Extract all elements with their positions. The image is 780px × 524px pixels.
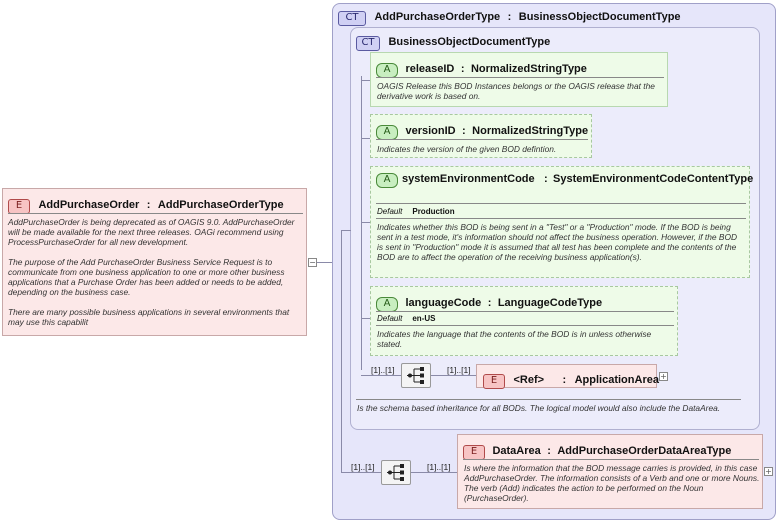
connector-tick-2 — [361, 138, 371, 139]
app-area-connector — [361, 375, 401, 376]
data-area-connector — [341, 472, 381, 473]
attribute-sep: : — [544, 173, 548, 185]
connector-tick-1 — [361, 80, 371, 81]
app-area-connector-2 — [431, 375, 476, 376]
element-badge-icon: E — [483, 374, 505, 389]
default-label: Default — [377, 314, 403, 323]
element-doc: Is where the information that the BOD me… — [464, 463, 760, 503]
default-row: Default en-US — [377, 314, 435, 323]
complex-type-badge-icon: CT — [338, 11, 366, 26]
attribute-badge-icon: A — [376, 125, 398, 140]
attribute-doc: OAGIS Release this BOD Instances belongs… — [377, 81, 655, 101]
attribute-name: systemEnvironmentCode — [402, 173, 535, 185]
element-type: AddPurchaseOrderType — [157, 199, 284, 211]
outer-type-base: BusinessObjectDocumentType — [518, 11, 681, 23]
attribute-release-id: A releaseID : NormalizedStringType OAGIS… — [370, 52, 668, 107]
complex-type-badge-icon: CT — [356, 36, 380, 51]
element-badge-icon: E — [463, 445, 485, 460]
attribute-name: releaseID — [405, 63, 455, 75]
element-badge-icon: E — [8, 199, 30, 214]
attribute-system-environment-code: A systemEnvironmentCode : SystemEnvironm… — [370, 166, 754, 278]
attribute-type: NormalizedStringType — [472, 125, 589, 137]
default-label: Default — [377, 207, 403, 216]
outer-complex-type-header: CT AddPurchaseOrderType : BusinessObject… — [338, 7, 681, 26]
bod-type-doc: Is the schema based inheritance for all … — [357, 403, 721, 413]
attribute-version-id: A versionID : NormalizedStringType Indic… — [370, 114, 592, 158]
outer-sequence-tick-top — [341, 230, 351, 231]
attribute-type: LanguageCodeType — [497, 297, 603, 309]
attribute-doc: Indicates whether this BOD is being sent… — [377, 222, 738, 262]
attribute-sep: : — [462, 125, 466, 137]
outer-sequence-line — [341, 230, 342, 472]
data-area-mult-left: [1]..[1] — [351, 462, 375, 472]
root-element-add-purchase-order: E AddPurchaseOrder : AddPurchaseOrderTyp… — [2, 188, 307, 336]
ref-label: <Ref> — [513, 374, 545, 386]
element-type: AddPurchaseOrderDataAreaType — [557, 445, 732, 457]
element-name: AddPurchaseOrder — [38, 199, 140, 211]
expand-icon[interactable]: + — [659, 372, 668, 381]
attribute-type: NormalizedStringType — [470, 63, 587, 75]
sequence-compositor-icon[interactable] — [381, 460, 411, 485]
data-area-connector-2 — [411, 472, 457, 473]
app-area-mult-right: [1]..[1] — [447, 365, 471, 375]
element-sep: : — [547, 445, 551, 457]
attribute-doc: Indicates the version of the given BOD d… — [377, 144, 557, 154]
element-application-area[interactable]: E <Ref> : ApplicationArea — [476, 364, 659, 389]
attribute-doc: Indicates the language that the contents… — [377, 329, 652, 349]
ref-name: ApplicationArea — [574, 374, 659, 386]
attribute-sep: : — [460, 63, 465, 75]
attribute-type: SystemEnvironmentCodeContentType — [553, 173, 754, 185]
sequence-compositor-icon[interactable] — [401, 363, 431, 388]
element-data-area[interactable]: E DataArea : AddPurchaseOrderDataAreaTyp… — [457, 434, 763, 509]
app-area-mult-left: [1]..[1] — [371, 365, 395, 375]
attribute-badge-icon: A — [376, 63, 398, 78]
attribute-sep: : — [487, 297, 492, 309]
attribute-badge-icon: A — [376, 173, 398, 188]
element-doc: AddPurchaseOrder is being deprecated as … — [8, 217, 295, 327]
outer-type-sep: : — [507, 11, 512, 23]
default-value: Production — [412, 207, 455, 216]
attribute-name: versionID — [405, 125, 456, 137]
default-value: en-US — [412, 314, 436, 323]
outer-type-name: AddPurchaseOrderType — [374, 11, 501, 23]
element-name: DataArea — [492, 445, 541, 457]
default-row: Default Production — [377, 207, 455, 216]
expand-icon[interactable]: + — [764, 467, 773, 476]
attribute-connector-line — [361, 76, 362, 370]
element-sep: : — [146, 199, 151, 211]
attribute-language-code: A languageCode : LanguageCodeType Defaul… — [370, 286, 678, 356]
root-connector — [317, 262, 332, 263]
bod-type-header: CT BusinessObjectDocumentType — [356, 32, 550, 51]
collapse-icon[interactable]: − — [308, 258, 317, 267]
attribute-badge-icon: A — [376, 297, 398, 312]
connector-tick-3 — [361, 222, 371, 223]
connector-tick-4 — [361, 318, 371, 319]
ref-sep: : — [562, 374, 567, 386]
data-area-mult-right: [1]..[1] — [427, 462, 451, 472]
attribute-name: languageCode — [405, 297, 482, 309]
bod-type-name: BusinessObjectDocumentType — [388, 36, 551, 48]
